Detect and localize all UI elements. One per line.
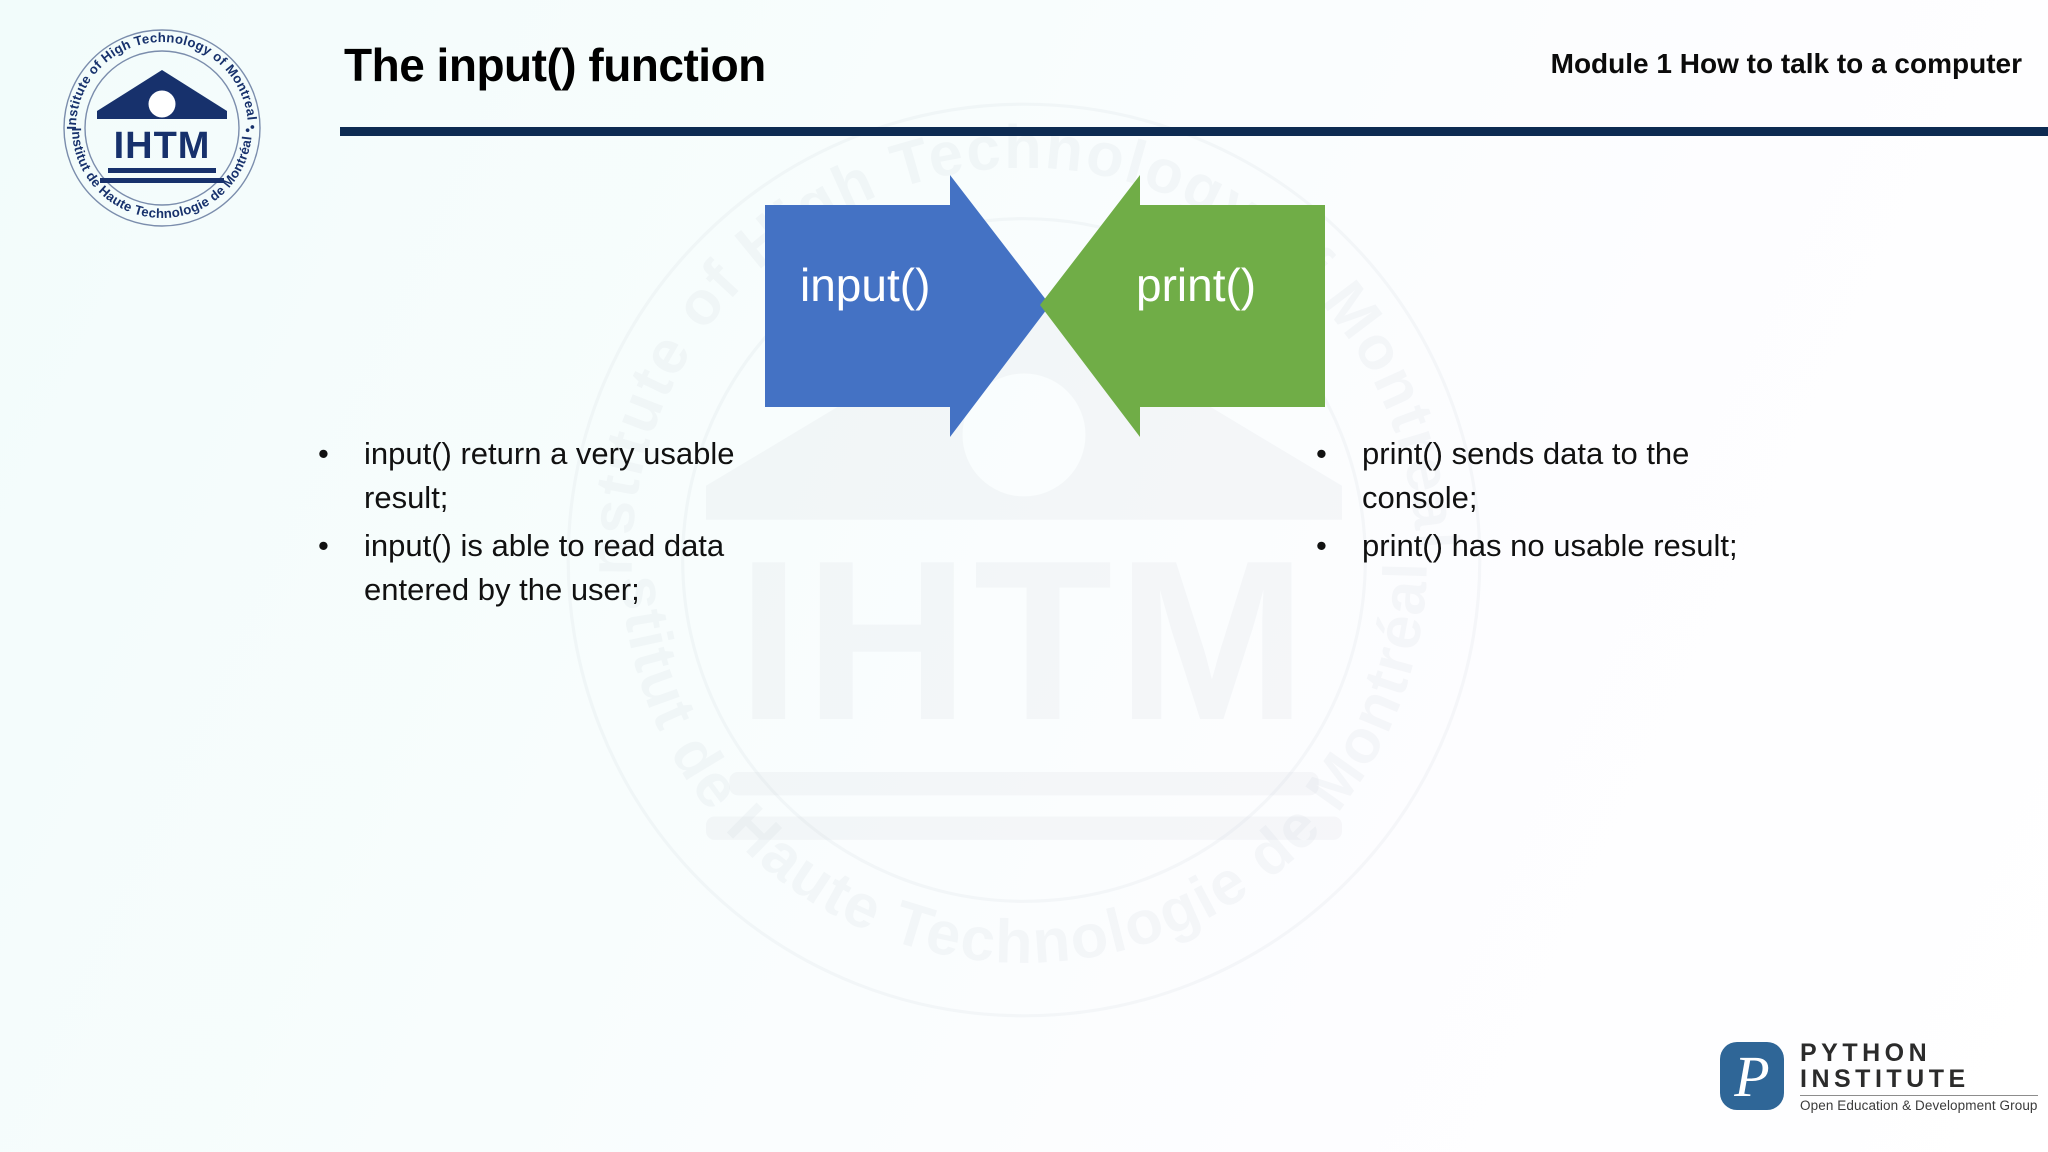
python-institute-tagline: Open Education & Development Group	[1800, 1097, 2038, 1113]
list-item: • print() sends data to the console;	[1316, 432, 1756, 520]
pediment-icon	[97, 70, 227, 119]
bullet-marker: •	[318, 528, 329, 564]
python-institute-line1: PYTHON	[1800, 1038, 1932, 1067]
python-institute-divider	[1800, 1094, 2038, 1096]
list-item: • input() is able to read data entered b…	[318, 524, 798, 612]
list-item-label: print() sends data to the console;	[1362, 436, 1690, 516]
bullet-marker: •	[1316, 436, 1327, 471]
svg-text:P: P	[1733, 1044, 1769, 1109]
svg-text:IHTM: IHTM	[114, 125, 211, 167]
list-item-label: input() is able to read data entered by …	[364, 528, 725, 608]
print-bullet-list: • print() sends data to the console; • p…	[1316, 432, 1756, 572]
bullet-marker: •	[1316, 528, 1327, 564]
list-item: • print() has no usable result;	[1316, 524, 1756, 568]
list-item-label: input() return a very usable result;	[364, 436, 735, 516]
python-institute-mark-icon: P	[1720, 1042, 1784, 1110]
input-arrow-label: input()	[800, 259, 931, 311]
header-divider	[340, 127, 2048, 136]
ihtm-logo: Institute of High Technology of Montreal…	[63, 29, 261, 227]
input-print-arrow-diagram	[765, 175, 1325, 437]
python-institute-logo: P PYTHON INSTITUTE Open Education & Deve…	[1718, 1036, 2038, 1116]
page-title: The input() function	[344, 39, 766, 91]
python-institute-line2: INSTITUTE	[1800, 1064, 1970, 1093]
list-item-label: print() has no usable result;	[1362, 528, 1738, 564]
module-label: Module 1 How to talk to a computer	[1550, 48, 2022, 79]
input-bullet-list: • input() return a very usable result; •…	[318, 432, 798, 616]
list-item: • input() return a very usable result;	[318, 432, 798, 520]
bullet-marker: •	[318, 436, 329, 471]
print-arrow	[1040, 175, 1325, 437]
python-institute-wordmark: PYTHON INSTITUTE Open Education & Develo…	[1800, 1040, 2038, 1113]
input-arrow	[765, 175, 1050, 437]
svg-text:IHTM: IHTM	[737, 514, 1311, 768]
print-arrow-label: print()	[1136, 259, 1257, 311]
